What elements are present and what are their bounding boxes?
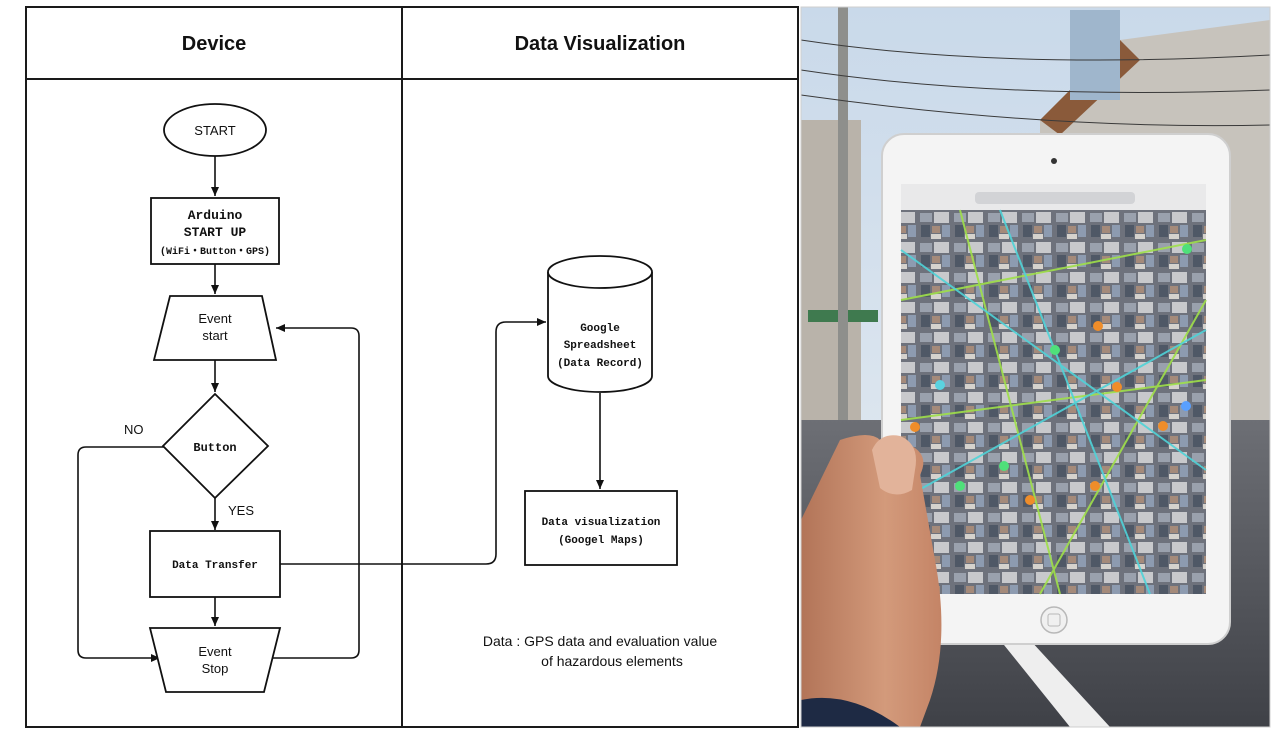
arduino-label-line2: START UP (184, 225, 247, 240)
column-header-visualization: Data Visualization (515, 33, 686, 55)
data-transfer-box (149, 530, 281, 598)
data-note-line2: of hazardous elements (541, 653, 683, 669)
yes-branch-label: YES (228, 503, 254, 518)
event-stop-line2: Stop (202, 661, 229, 676)
data-visualization-box (524, 490, 678, 566)
event-stop-shape (148, 627, 282, 693)
spreadsheet-label-line1: Google (580, 323, 620, 335)
button-decision-label: Button (193, 441, 236, 455)
arduino-label-line3: (WiFi・Button・GPS) (160, 246, 270, 258)
column-header-device: Device (182, 33, 247, 55)
event-stop-line1: Event (198, 644, 232, 659)
data-transfer-label: Data Transfer (172, 560, 258, 572)
arduino-label-line1: Arduino (188, 208, 243, 223)
no-branch-label: NO (124, 422, 144, 437)
start-terminal (163, 103, 267, 157)
spreadsheet-cylinder (547, 255, 653, 393)
device-connectors (77, 155, 546, 662)
event-start-shape (152, 295, 278, 361)
button-decision (161, 392, 270, 500)
tablet-map-photo (801, 7, 1270, 727)
photo-border (800, 6, 1271, 728)
data-note-line1: Data : GPS data and evaluation value (483, 633, 717, 649)
arduino-startup-box (150, 197, 280, 265)
spreadsheet-label-line2: Spreadsheet (564, 340, 637, 352)
event-start-line2: start (202, 328, 228, 343)
data-visualization-line2: (Googel Maps) (558, 535, 644, 547)
data-visualization-line1: Data visualization (542, 517, 661, 529)
event-start-line1: Event (198, 311, 232, 326)
swimlane-table (25, 6, 799, 728)
spreadsheet-label-line3: (Data Record) (557, 358, 643, 370)
start-label: START (194, 123, 235, 138)
